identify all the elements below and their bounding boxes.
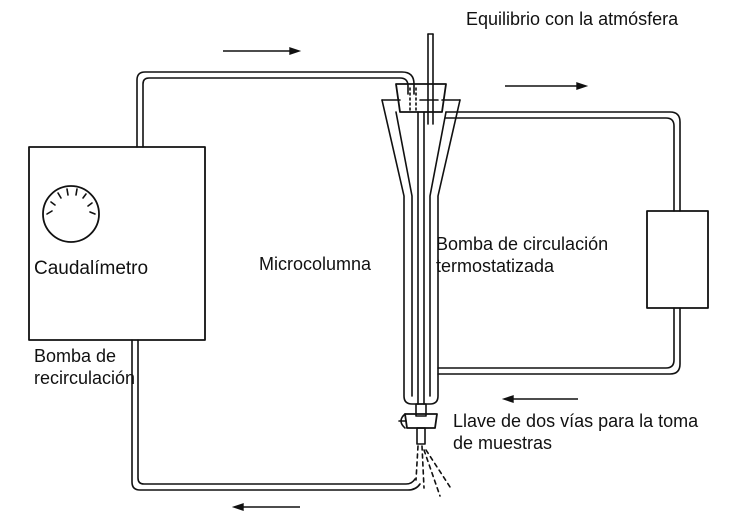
gauge-dial <box>42 185 100 243</box>
arrow-right-1 <box>223 47 302 55</box>
label-atmosphere-vent: Equilibrio con la atmósfera <box>466 9 679 29</box>
tube-bottom-right <box>437 307 681 375</box>
label-stopcock-line2: de muestras <box>453 433 553 453</box>
tube-top-right <box>445 111 681 212</box>
stopper <box>395 83 447 113</box>
label-thermostat-pump: Bomba de circulación termostatizada <box>436 233 608 277</box>
tube-top-left <box>136 71 415 148</box>
sample-drip <box>415 445 453 497</box>
label-stopcock-line1: Llave de dos vías para la toma <box>453 411 699 431</box>
label-thermostat-pump-line1: Bomba de circulación <box>436 234 609 254</box>
arrow-right-2 <box>505 82 589 90</box>
arrow-left-2 <box>231 503 300 511</box>
vent-tube <box>427 33 434 125</box>
label-microcolumn: Microcolumna <box>259 254 372 274</box>
label-thermostat-pump-line2: termostatizada <box>436 256 555 276</box>
label-flowmeter: Caudalímetro <box>34 258 149 279</box>
flow-arrows <box>223 47 589 511</box>
label-stopcock: Llave de dos vías para la toma de muestr… <box>453 410 698 454</box>
label-recirculation-pump-line2: recirculación <box>34 368 136 388</box>
thermostat-pump-box <box>646 210 709 309</box>
stopcock-valve <box>398 403 438 445</box>
tube-bottom-left <box>131 339 421 491</box>
inner-column <box>417 111 425 405</box>
label-recirculation-pump-line1: Bomba de <box>34 346 117 366</box>
label-recirculation-pump: Bomba de recirculación <box>34 345 135 389</box>
caudalimetro-box <box>28 146 206 341</box>
arrow-left-1 <box>501 395 578 403</box>
